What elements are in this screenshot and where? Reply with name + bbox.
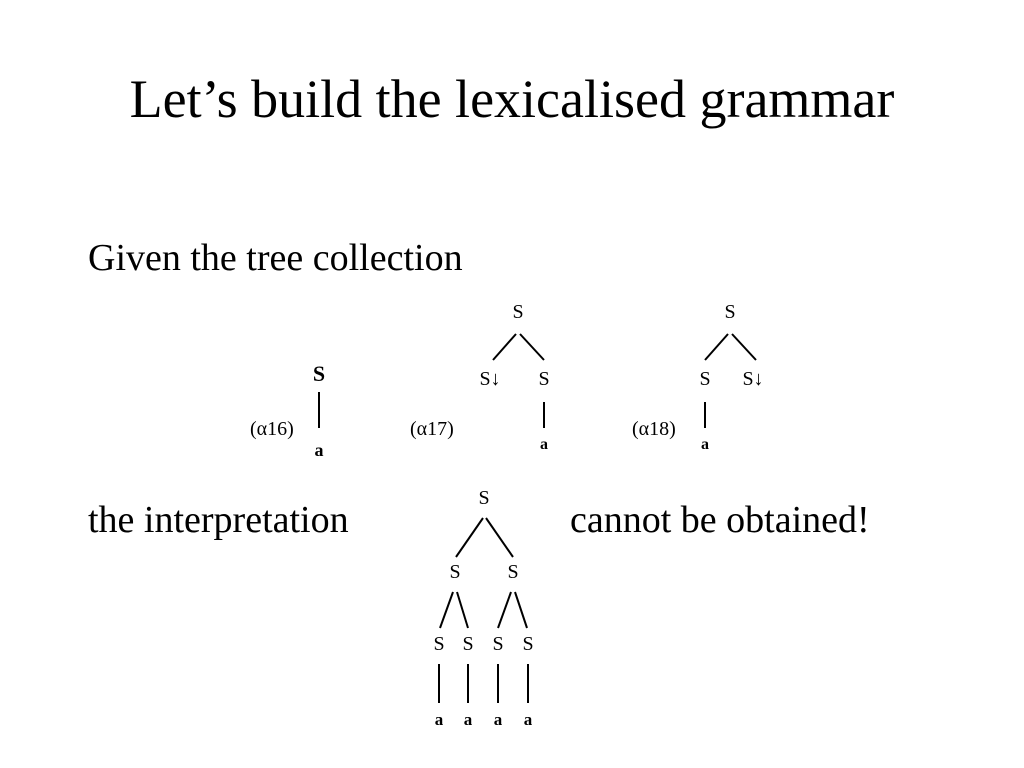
tree-alpha18-edge-left [704, 333, 729, 361]
derived-mid-right: S [507, 561, 518, 583]
tree-alpha17-label: (α17) [410, 418, 454, 440]
derived-edge-ml-r [456, 591, 469, 629]
tree-alpha17-root: S [512, 301, 523, 323]
derived-leaf-3: a [494, 710, 503, 729]
tree-alpha16-root: S [313, 361, 325, 386]
tree-alpha16: (α16) S a [250, 361, 325, 460]
tree-alpha18-leaf: a [701, 436, 709, 453]
tree-alpha17: (α17) S S↓ S a [410, 301, 550, 453]
derived-leaf-2: a [464, 710, 473, 729]
derived-low-1: S [433, 633, 444, 655]
derived-edge-ml-l [439, 591, 454, 629]
tree-alpha16-label: (α16) [250, 418, 294, 440]
tree-alpha18-root: S [724, 301, 735, 323]
tree-alpha18-left: S [699, 368, 710, 390]
slide-title-text: Let’s build the lexicalised grammar [129, 69, 895, 129]
interpretation-text: the interpretation [88, 499, 349, 541]
derived-low-3: S [492, 633, 503, 655]
tree-alpha17-edge-left [492, 333, 517, 361]
derived-edge-root-left [455, 517, 484, 558]
derived-leaf-4: a [524, 710, 533, 729]
tree-alpha17-right: S [538, 368, 549, 390]
derived-tree: S S S S S S S a a a a [433, 487, 533, 729]
derived-edge-mr-l [497, 591, 512, 629]
derived-low-4: S [522, 633, 533, 655]
tree-alpha18-edge-right [731, 333, 757, 361]
slide-title: Let’s build the lexicalised grammar [0, 68, 1024, 130]
derived-leaf-1: a [435, 710, 444, 729]
tree-alpha18-right: S↓ [742, 368, 763, 390]
tree-alpha18: (α18) S S S↓ a [632, 301, 764, 453]
cannot-text: cannot be obtained! [570, 499, 870, 541]
derived-mid-left: S [449, 561, 460, 583]
tree-alpha17-edge-right [519, 333, 545, 361]
derived-low-2: S [462, 633, 473, 655]
tree-alpha18-label: (α18) [632, 418, 676, 440]
derived-root: S [478, 487, 489, 509]
given-text: Given the tree collection [88, 237, 463, 279]
derived-edge-mr-r [514, 591, 528, 629]
derived-edge-root-right [485, 517, 514, 558]
tree-alpha17-left: S↓ [479, 368, 500, 390]
tree-alpha16-leaf: a [315, 440, 324, 460]
tree-alpha17-leaf: a [540, 436, 548, 453]
